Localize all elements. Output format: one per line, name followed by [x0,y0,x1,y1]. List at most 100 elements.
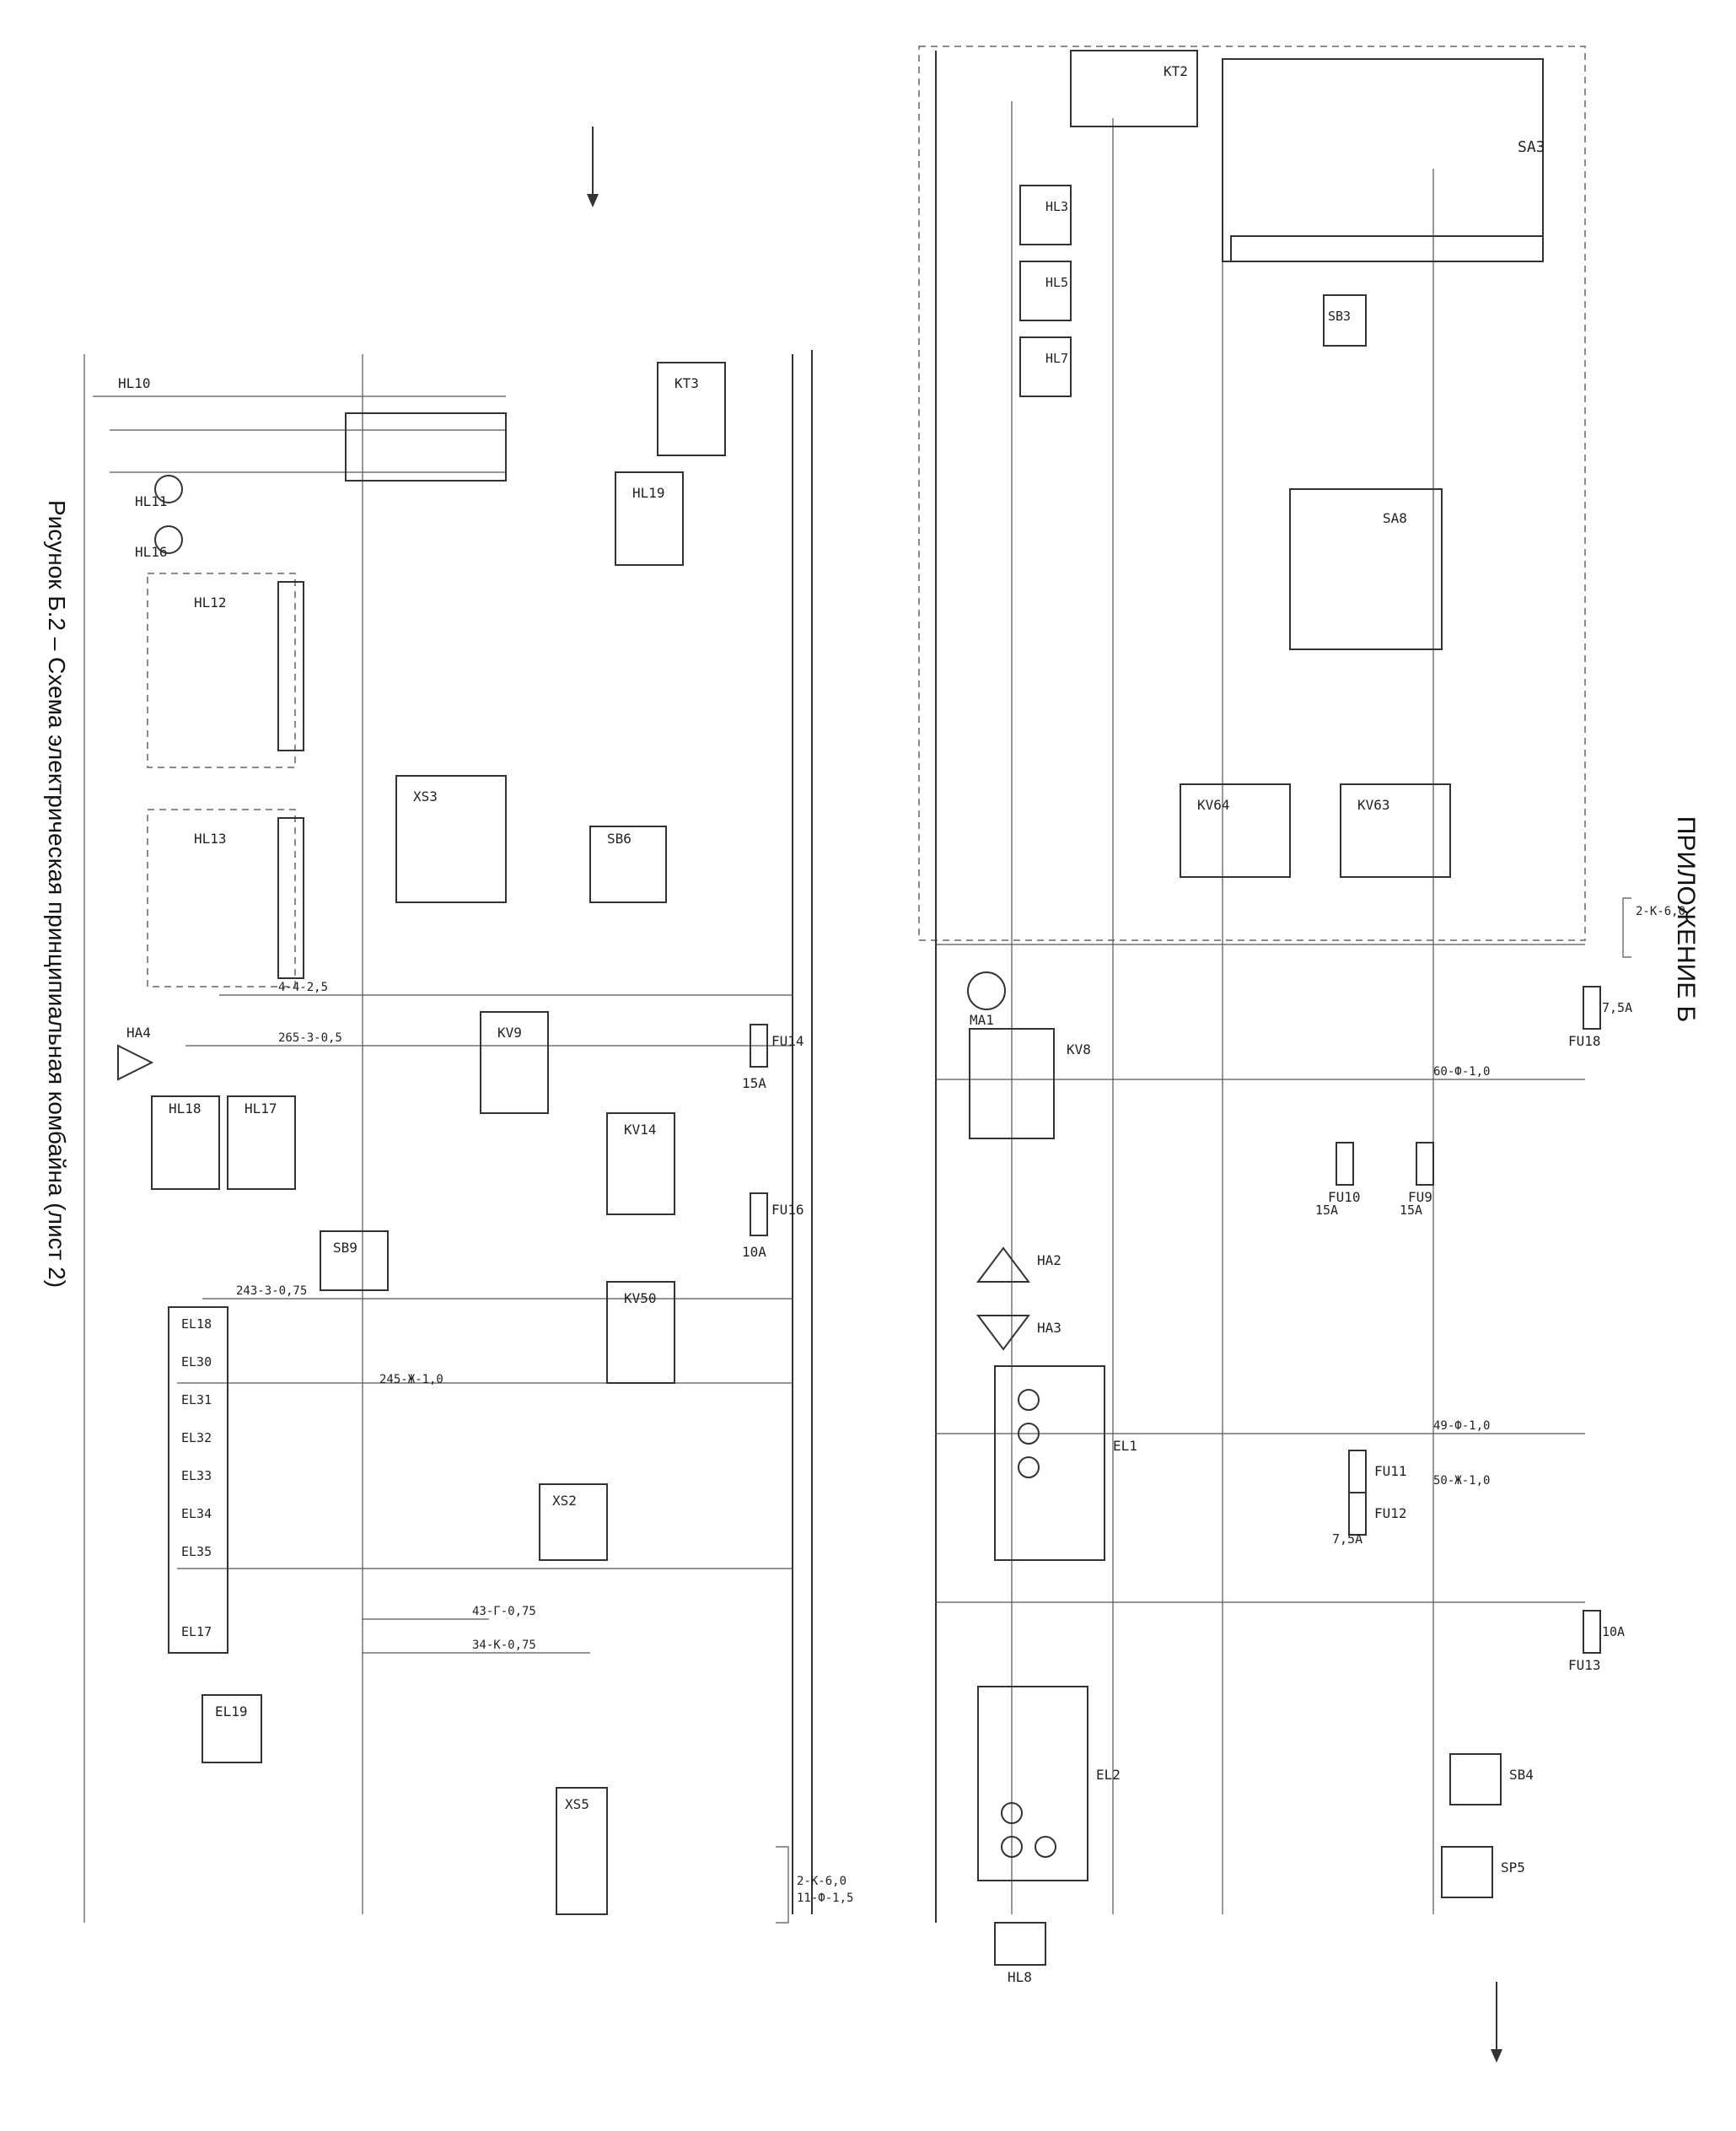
ref-label: SA8 [1383,510,1407,526]
switch-box [320,1230,389,1291]
fuse-icon [1348,1492,1367,1536]
ref-label: KV64 [1197,797,1230,813]
fuse-rating: 10A [1602,1624,1625,1639]
wire-label: 4-4-2,5 [278,981,328,994]
appendix-title-group: ПРИЛОЖЕНИЕ Б [1672,816,1700,1022]
ref-label: XS2 [552,1493,577,1509]
bracket [776,1846,789,1924]
led-block [147,573,296,768]
lamp-box [1019,261,1072,321]
ref-label: HL16 [135,544,168,560]
relay-box [657,362,726,456]
ref-label: HL3 [1045,199,1068,214]
flow-arrow-head [587,194,599,207]
ref-label: SA3 [1518,138,1545,156]
ref-label: HA2 [1037,1252,1061,1268]
ref-label: EL33 [181,1468,212,1483]
wire-label: 11-Ф-1,5 [797,1892,853,1905]
ref-label: FU16 [771,1202,804,1218]
fuse-rating: 15A [1400,1203,1422,1218]
ref-label: KV14 [624,1122,657,1138]
relay-box [480,1011,549,1114]
connector-strip [277,581,304,751]
ref-label: EL17 [181,1624,212,1639]
wire-label: 245-Ж-1,0 [379,1373,443,1386]
connector-block [556,1787,608,1915]
wire-label: 2-К-6,0 [797,1875,847,1888]
ref-label: EL19 [215,1703,248,1719]
ref-label: EL32 [181,1430,212,1445]
ref-label: HL11 [135,493,168,509]
ref-label: EL2 [1096,1767,1121,1783]
ref-label: EL30 [181,1354,212,1370]
lamp-icon [1001,1836,1023,1858]
ref-label: FU9 [1408,1189,1432,1205]
ref-label: FU10 [1328,1189,1361,1205]
lamp-icon [1035,1836,1056,1858]
horn-icon [976,1315,1030,1351]
lamp-box [227,1095,296,1190]
ref-label: MA1 [970,1012,994,1028]
switch-box [1289,488,1443,650]
wire-label: 43-Г-0,75 [472,1605,536,1618]
headlight-block [977,1686,1088,1881]
switch-box [1323,294,1367,347]
wire-label: 243-3-0,75 [236,1284,307,1298]
fuse-icon [1583,1610,1601,1654]
ref-label: XS5 [565,1796,589,1812]
ref-label: KV63 [1357,797,1390,813]
ref-label: SP5 [1501,1859,1525,1875]
ref-label: EL34 [181,1506,212,1521]
ref-label: KT2 [1164,63,1188,79]
ref-label: SB4 [1509,1767,1534,1783]
lamp-icon [1018,1456,1040,1478]
relay-box [606,1281,675,1384]
fuse-rating: 15A [1315,1203,1338,1218]
ref-label: KV9 [497,1025,522,1041]
wire-label: 2-К-6,0 [1636,905,1685,918]
ref-label: HL10 [118,375,151,391]
relay-box [1340,783,1451,878]
fuse-icon [1348,1450,1367,1493]
bracket [1622,897,1631,958]
ref-label: KV8 [1067,1041,1091,1057]
ref-label: HL13 [194,831,227,847]
lamp-icon [1018,1389,1040,1411]
fuse-rating: 7,5A [1332,1531,1362,1547]
ref-label: FU14 [771,1033,804,1049]
appendix-title: ПРИЛОЖЕНИЕ Б [1672,816,1700,1022]
lamp-icon [154,525,183,554]
switch-box [1222,58,1544,262]
wire-label: 50-Ж-1,0 [1433,1474,1490,1488]
relay-box [969,1028,1055,1139]
connector-strip [1230,235,1544,262]
connector-strip [277,817,304,979]
switch-box [1441,1846,1493,1898]
ref-label: HL18 [169,1100,202,1117]
switch-box [1449,1753,1502,1805]
connector-block [345,412,507,482]
lamp-box [1019,336,1072,397]
motor-icon [967,971,1006,1010]
wire-label: 60-Ф-1,0 [1433,1065,1490,1079]
fuse-icon [750,1024,768,1068]
ref-label: XS3 [413,788,438,805]
ref-label: HL7 [1045,351,1068,366]
switch-box [589,826,667,903]
horn-icon [976,1246,1030,1283]
lamp-box [202,1694,262,1763]
lamp-strip [168,1306,228,1654]
led-block [147,809,296,987]
ref-label: FU13 [1568,1657,1601,1673]
fuse-rating: 10A [742,1244,766,1260]
lamp-icon [1018,1423,1040,1445]
connector-block [395,775,507,903]
ref-label: HL12 [194,595,227,611]
ref-label: KT3 [675,375,699,391]
headlight-block [994,1365,1105,1561]
figure-caption-group: Рисунок Б.2 – Схема электрическая принци… [44,500,70,1288]
ref-label: HA3 [1037,1320,1061,1336]
wire-label: 49-Ф-1,0 [1433,1419,1490,1433]
ref-label: FU11 [1374,1463,1407,1479]
